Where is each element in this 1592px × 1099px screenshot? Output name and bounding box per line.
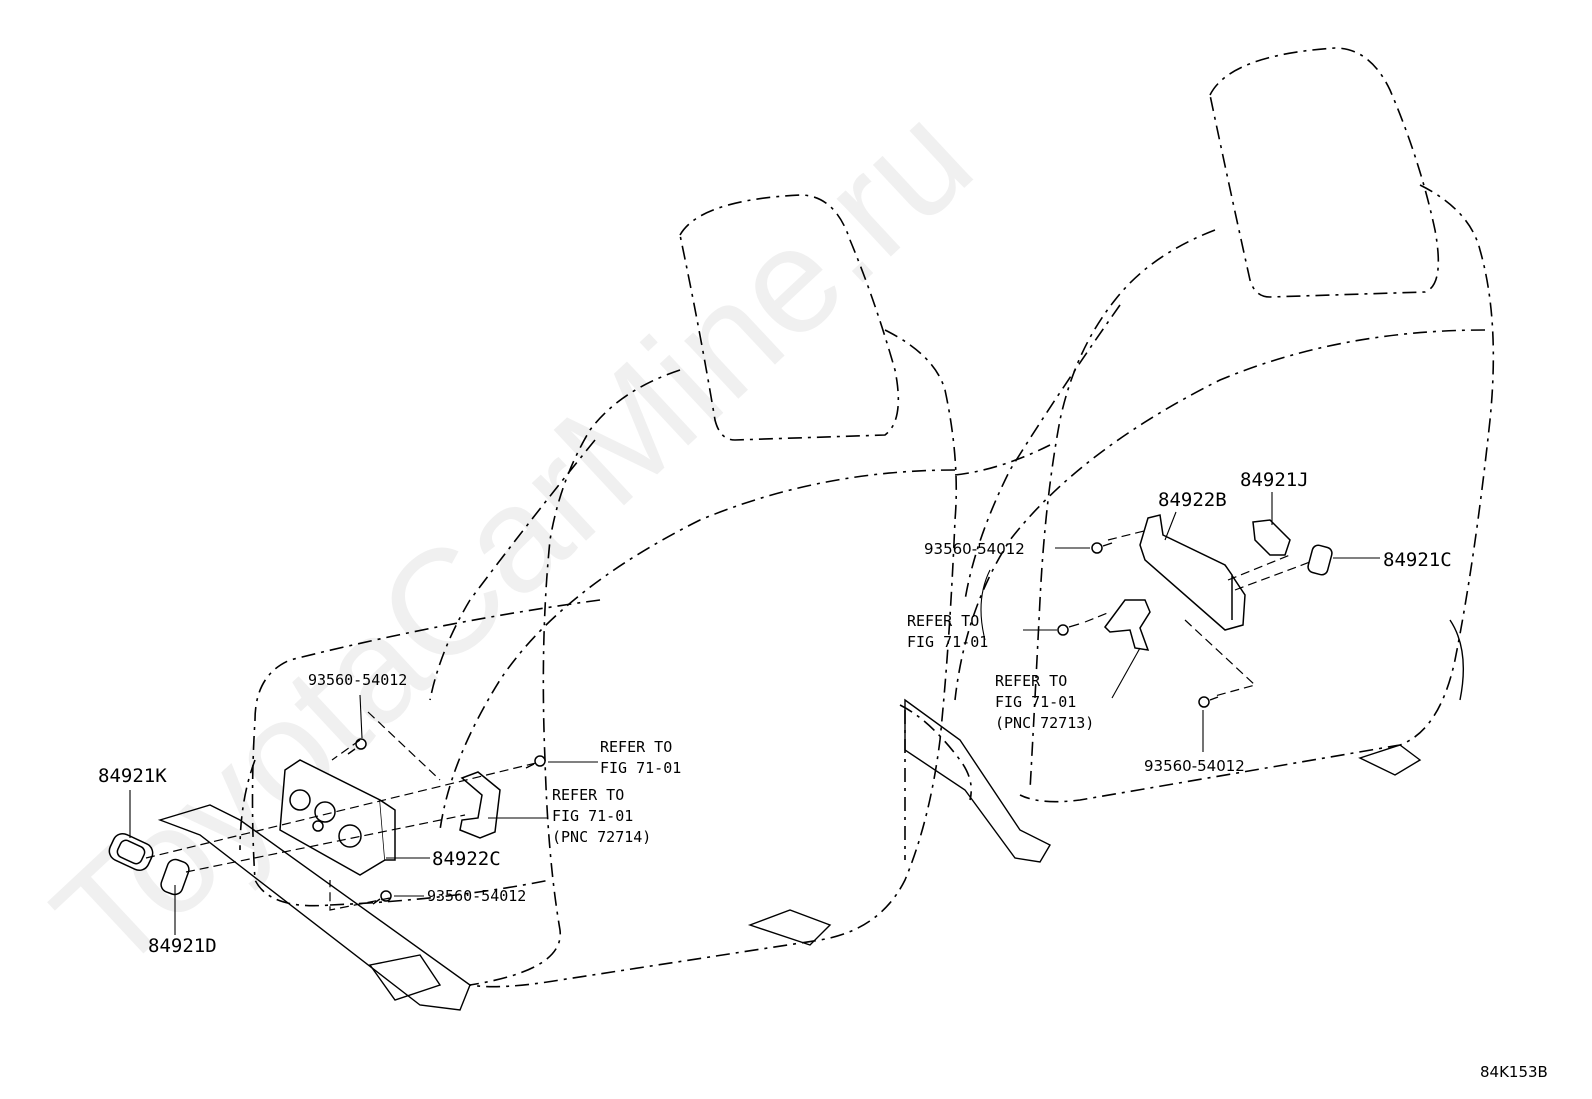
bracket-left xyxy=(459,771,501,839)
label-refer-left-1a: REFER TO xyxy=(600,738,672,756)
label-refer-right-2b: FIG 71-01 xyxy=(995,693,1076,711)
label-84921C: 84921C xyxy=(1383,549,1452,571)
left-leaders xyxy=(129,694,598,935)
knob-84921C xyxy=(1307,544,1333,576)
screw-right-top xyxy=(1091,542,1113,554)
label-refer-left-2b: FIG 71-01 xyxy=(552,807,633,825)
right-leaders xyxy=(980,492,1380,752)
label-refer-right-2c: (PNC 72713) xyxy=(995,714,1094,732)
figure-code: 84K153B xyxy=(1480,1063,1548,1081)
label-84921K: 84921K xyxy=(98,765,167,787)
knob-84921D xyxy=(160,858,190,896)
left-parts xyxy=(108,711,546,911)
label-refer-left-2a: REFER TO xyxy=(552,786,624,804)
label-84921D: 84921D xyxy=(148,935,217,957)
label-93560-left-bottom: 93560-54012 xyxy=(427,887,526,905)
label-refer-right-1b: FIG 71-01 xyxy=(907,633,988,651)
label-84922B: 84922B xyxy=(1158,489,1227,511)
label-93560-left-top: 93560-54012 xyxy=(308,671,407,689)
screw-right-refer xyxy=(1057,623,1080,636)
screw-right-bottom xyxy=(1198,696,1219,708)
knob-84921J xyxy=(1252,519,1291,556)
bracket-right xyxy=(1104,599,1151,651)
right-parts xyxy=(1057,514,1333,708)
screw-left-refer xyxy=(525,755,546,769)
label-84921J: 84921J xyxy=(1240,469,1309,491)
label-refer-right-2a: REFER TO xyxy=(995,672,1067,690)
label-refer-left-1b: FIG 71-01 xyxy=(600,759,681,777)
switch-84922B xyxy=(1139,514,1246,631)
label-84922C: 84922C xyxy=(432,848,501,870)
label-93560-right-top: 93560-54012 xyxy=(924,540,1025,558)
label-refer-right-1a: REFER TO xyxy=(907,612,979,630)
right-seat-outline xyxy=(899,47,1495,863)
switch-84922C xyxy=(279,759,396,876)
label-refer-left-2c: (PNC 72714) xyxy=(552,828,651,846)
label-93560-right-bottom: 93560-54012 xyxy=(1144,757,1245,775)
left-seat-outline xyxy=(157,194,958,1011)
